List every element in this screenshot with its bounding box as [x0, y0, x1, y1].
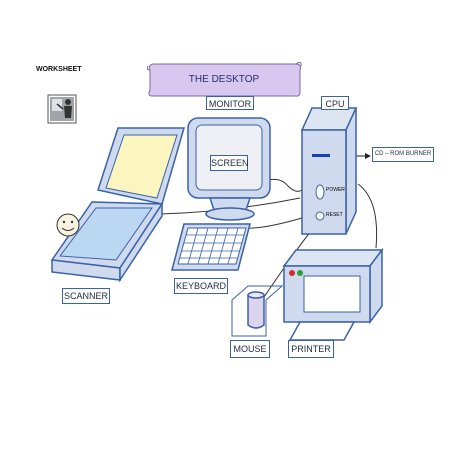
- reset-button: [315, 211, 325, 221]
- keyboard-label: KEYBOARD: [174, 278, 228, 294]
- mouse-label: MOUSE: [230, 340, 270, 358]
- diagram-title: THE DESKTOP: [188, 74, 260, 85]
- keyboard: [171, 223, 251, 271]
- cd-rom-burner-label: CD – ROM BURNER: [372, 147, 434, 162]
- cpu-label: CPU: [321, 96, 349, 110]
- printer-label: PRINTER: [288, 340, 334, 358]
- screen-label: SCREEN: [210, 155, 249, 171]
- printer-paper-tray: [288, 321, 356, 341]
- scanner: [50, 127, 185, 283]
- power-button: [315, 184, 325, 200]
- power-label: POWER: [326, 187, 345, 193]
- printer: [282, 247, 384, 341]
- smiley-face-icon: [56, 213, 80, 237]
- monitor-label: MONITOR: [206, 96, 254, 110]
- mouse: [247, 291, 265, 329]
- title-banner: [146, 61, 302, 97]
- scanner-label: SCANNER: [62, 288, 110, 304]
- printer-green-light: [297, 270, 303, 276]
- mouse-pad-outline: [231, 285, 284, 337]
- reset-label: RESET: [326, 212, 343, 218]
- printer-red-light: [289, 270, 295, 276]
- worksheet-teacher-icon: [47, 94, 77, 124]
- worksheet-label: WORKSHEET: [36, 66, 82, 73]
- cd-rom-slot: [312, 154, 330, 157]
- cpu-tower: [300, 107, 358, 235]
